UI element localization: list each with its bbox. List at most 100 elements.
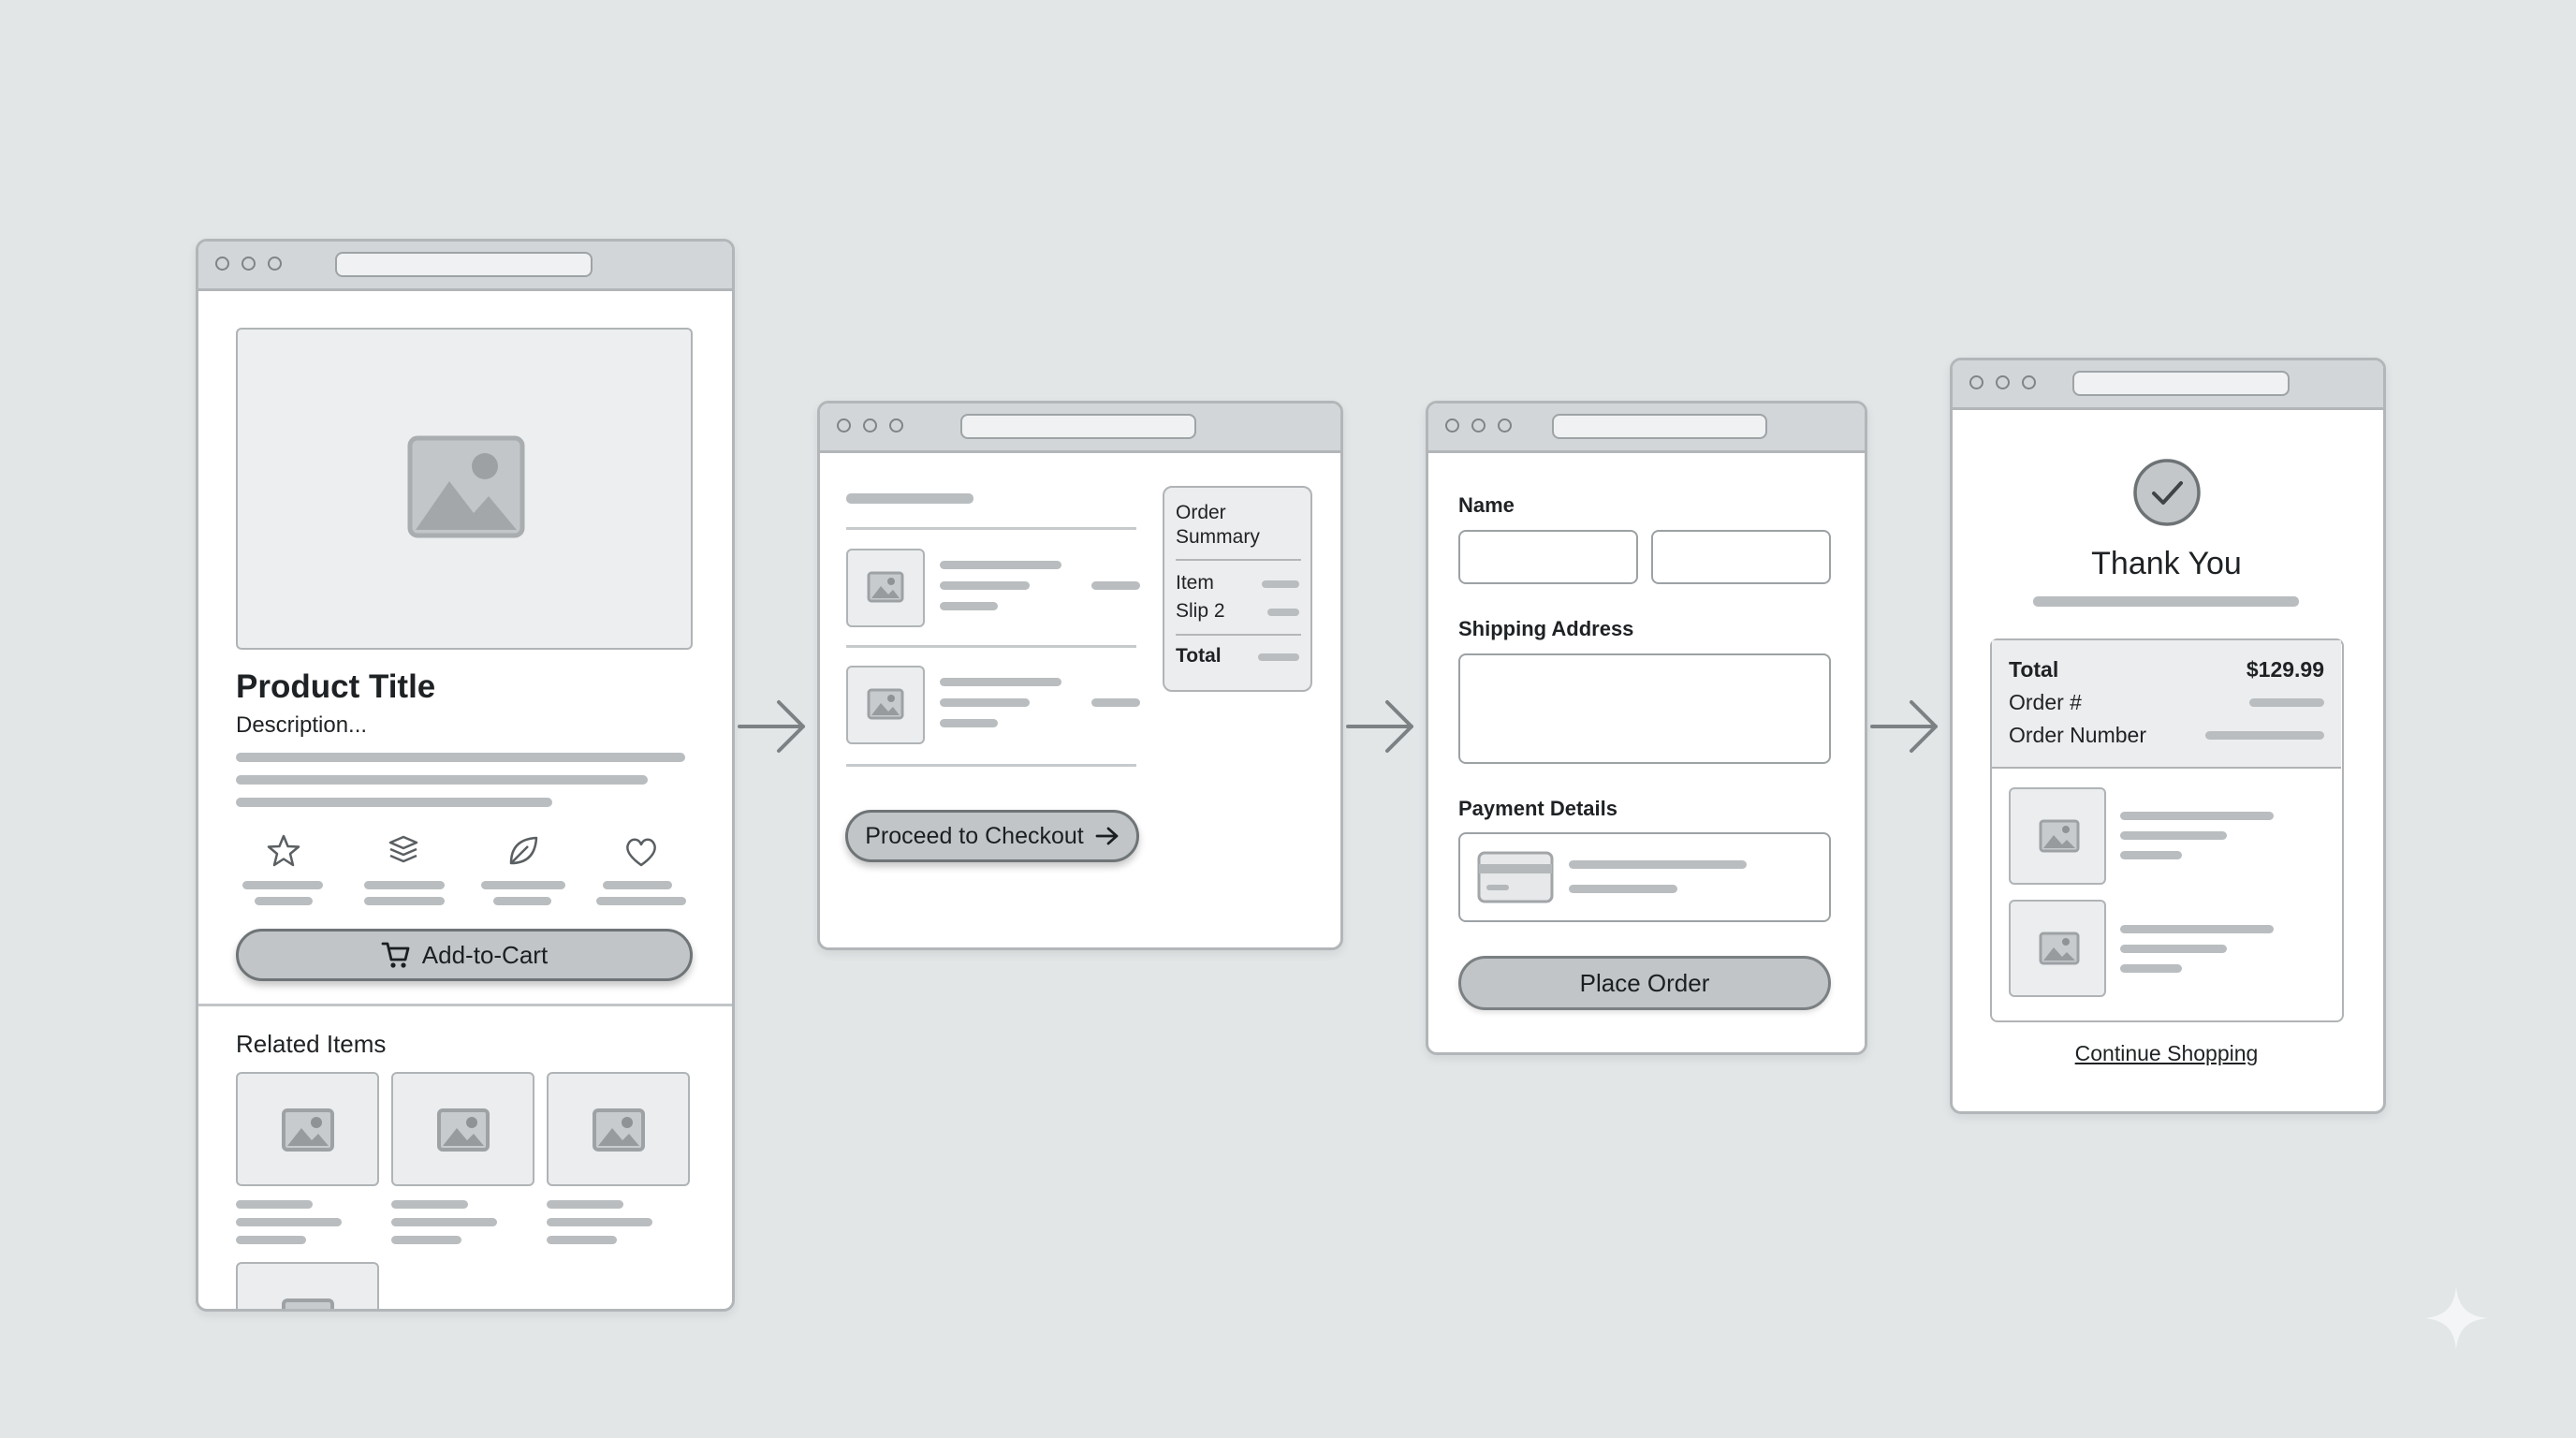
cart-icon <box>381 942 410 968</box>
confirmation-subtitle-placeholder <box>2033 596 2299 607</box>
first-name-field[interactable] <box>1458 530 1638 584</box>
product-description: Description... <box>236 712 368 738</box>
cart-item-image[interactable] <box>846 549 925 627</box>
window-control-dot[interactable] <box>2022 375 2036 389</box>
feature-label <box>364 897 445 905</box>
cart-item-text <box>940 698 1030 707</box>
image-placeholder-icon <box>282 1108 334 1152</box>
summary-total-value <box>1258 653 1299 661</box>
total-value: $129.99 <box>2246 657 2324 682</box>
arrow-right-icon <box>1346 700 1413 753</box>
add-to-cart-label: Add-to-Cart <box>421 940 549 969</box>
feature-label <box>255 897 313 905</box>
layers-icon <box>388 835 418 863</box>
address-bar[interactable] <box>960 414 1196 439</box>
check-circle-icon <box>2133 459 2201 526</box>
address-bar[interactable] <box>1552 414 1767 439</box>
related-item-text <box>236 1218 342 1226</box>
window-control-dot[interactable] <box>215 257 229 271</box>
related-item-thumbnail[interactable] <box>236 1262 379 1309</box>
continue-shopping-link[interactable]: Continue Shopping <box>2074 1041 2259 1065</box>
place-order-button[interactable]: Place Order <box>1458 956 1831 1010</box>
card-number-placeholder <box>1569 860 1747 869</box>
window-control-dot[interactable] <box>889 418 903 433</box>
summary-divider <box>1176 559 1301 561</box>
product-image[interactable] <box>236 328 693 650</box>
name-label: Name <box>1458 493 1515 517</box>
window-control-dot[interactable] <box>1996 375 2010 389</box>
purchased-item-image[interactable] <box>2009 787 2106 885</box>
window-control-dot[interactable] <box>242 257 256 271</box>
order-number-value <box>2205 731 2324 740</box>
credit-card-icon <box>1477 851 1554 903</box>
feature-label <box>364 881 445 889</box>
order-number-label: Order Number <box>2009 723 2146 747</box>
summary-total-label: Total <box>1176 645 1222 667</box>
purchased-item-text <box>2120 925 2274 933</box>
add-to-cart-button[interactable]: Add-to-Cart <box>236 929 693 981</box>
order-summary-title: Order Summary <box>1176 502 1260 548</box>
payment-details-label: Payment Details <box>1458 797 1617 820</box>
window-control-dot[interactable] <box>837 418 851 433</box>
related-item-text <box>391 1236 461 1244</box>
feature-label <box>603 881 672 889</box>
arrow-right-icon <box>1095 827 1119 845</box>
window-control-dot[interactable] <box>1471 418 1486 433</box>
related-item-thumbnail[interactable] <box>236 1072 379 1186</box>
image-placeholder-icon <box>867 688 904 720</box>
cart-heading-placeholder <box>846 493 973 504</box>
thank-you-heading: Thank You <box>2091 546 2242 581</box>
related-item-text <box>236 1236 306 1244</box>
description-line <box>236 753 685 762</box>
address-bar[interactable] <box>335 252 593 277</box>
purchased-item-text <box>2120 851 2182 859</box>
cart-divider <box>846 645 1136 648</box>
last-name-field[interactable] <box>1651 530 1831 584</box>
checkout-page-window: Name Shipping Address Payment Details Pl… <box>1426 401 1867 1055</box>
arrow-right-icon <box>1870 700 1938 753</box>
image-placeholder-icon <box>2039 819 2080 853</box>
related-item-thumbnail[interactable] <box>391 1072 534 1186</box>
card-details-placeholder <box>1569 885 1677 893</box>
feature-label <box>596 897 686 905</box>
order-hash-value <box>2249 698 2324 707</box>
star-icon <box>267 834 300 867</box>
heart-icon[interactable] <box>623 835 659 869</box>
purchased-item-text <box>2120 812 2274 820</box>
image-placeholder-icon <box>2039 932 2080 965</box>
related-item-text <box>547 1200 623 1209</box>
related-item-text <box>236 1200 313 1209</box>
cart-item-text <box>940 581 1030 590</box>
summary-slip-value <box>1267 609 1299 616</box>
window-control-dot[interactable] <box>1445 418 1459 433</box>
cart-item-image[interactable] <box>846 666 925 744</box>
cart-item-price <box>1091 581 1140 590</box>
cart-divider <box>846 764 1136 767</box>
leaf-icon <box>509 836 538 865</box>
proceed-to-checkout-button[interactable]: Proceed to Checkout <box>845 810 1139 862</box>
shipping-address-field[interactable] <box>1458 653 1831 764</box>
related-item-thumbnail[interactable] <box>547 1072 690 1186</box>
product-title: Product Title <box>236 668 436 705</box>
summary-item-value <box>1262 580 1299 588</box>
cart-item-text <box>940 678 1061 686</box>
related-item-text <box>547 1218 652 1226</box>
window-titlebar <box>198 242 732 291</box>
product-page-window: Product Title Description... Add-to-Cart… <box>196 239 735 1312</box>
image-placeholder-icon <box>282 1299 334 1309</box>
sparkle-watermark-icon <box>2424 1286 2488 1350</box>
window-control-dot[interactable] <box>1498 418 1512 433</box>
summary-divider <box>1176 634 1301 636</box>
purchased-item-image[interactable] <box>2009 900 2106 997</box>
window-titlebar <box>1428 404 1865 453</box>
payment-details-field[interactable] <box>1458 832 1831 922</box>
window-control-dot[interactable] <box>863 418 877 433</box>
address-bar[interactable] <box>2072 371 2290 396</box>
related-item-text <box>391 1200 468 1209</box>
order-totals-section: Total $129.99 Order # Order Number <box>1992 640 2341 769</box>
window-control-dot[interactable] <box>268 257 282 271</box>
window-control-dot[interactable] <box>1969 375 1983 389</box>
total-label: Total <box>2009 657 2059 682</box>
place-order-label: Place Order <box>1579 968 1710 997</box>
arrow-right-icon <box>738 700 805 753</box>
